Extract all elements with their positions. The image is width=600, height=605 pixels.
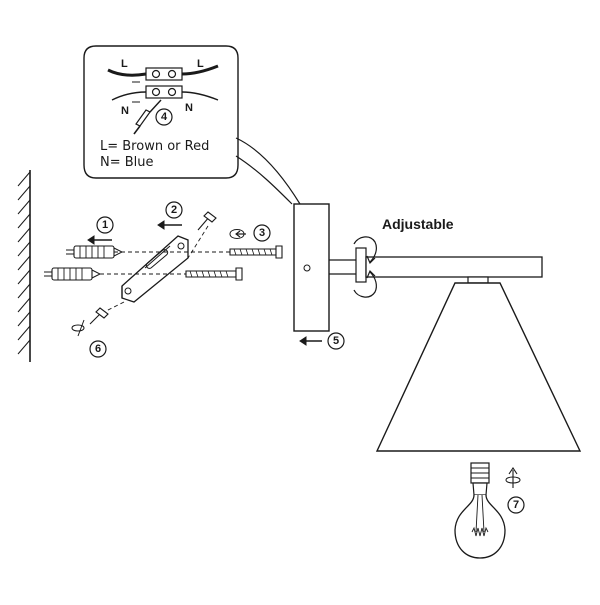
step-2-number: 2 [170, 204, 178, 216]
step-7-badge [507, 496, 525, 514]
wall-plug-top [66, 245, 124, 259]
lamp-canopy [293, 203, 330, 332]
wall [17, 170, 31, 362]
wire-legend-line-2: N= Blue [100, 155, 154, 170]
step-3-number: 3 [258, 227, 266, 239]
adjustable-label: Adjustable [382, 216, 454, 232]
wire-label-l-right: L [197, 58, 204, 70]
step-4-number: 4 [160, 111, 168, 123]
wire-label-n-left: N [121, 105, 129, 117]
step-5-number: 5 [332, 335, 340, 347]
mounting-hardware [44, 201, 283, 358]
step-1-number: 1 [101, 219, 109, 231]
light-bulb [454, 462, 525, 559]
wall-plug-bottom [44, 267, 102, 281]
wire-legend-line-1: L= Brown or Red [100, 139, 210, 154]
step-4-badge [155, 108, 173, 126]
step-1-badge [96, 216, 114, 234]
wiring-callout [83, 45, 301, 205]
step-6-number: 6 [94, 343, 102, 355]
lamp-shade [375, 276, 582, 452]
step-6-badge [89, 340, 107, 358]
step-2-badge [165, 201, 183, 219]
lamp-arm [329, 236, 543, 298]
wire-label-l-left: L [121, 58, 128, 70]
long-screw-bottom [185, 267, 243, 281]
step-3-badge [253, 224, 271, 242]
step-5-arrow [299, 332, 345, 350]
step-7-number: 7 [512, 499, 520, 511]
wire-label-n-right: N [185, 102, 193, 114]
long-screw-top [229, 245, 283, 259]
step-5-badge [327, 332, 345, 350]
